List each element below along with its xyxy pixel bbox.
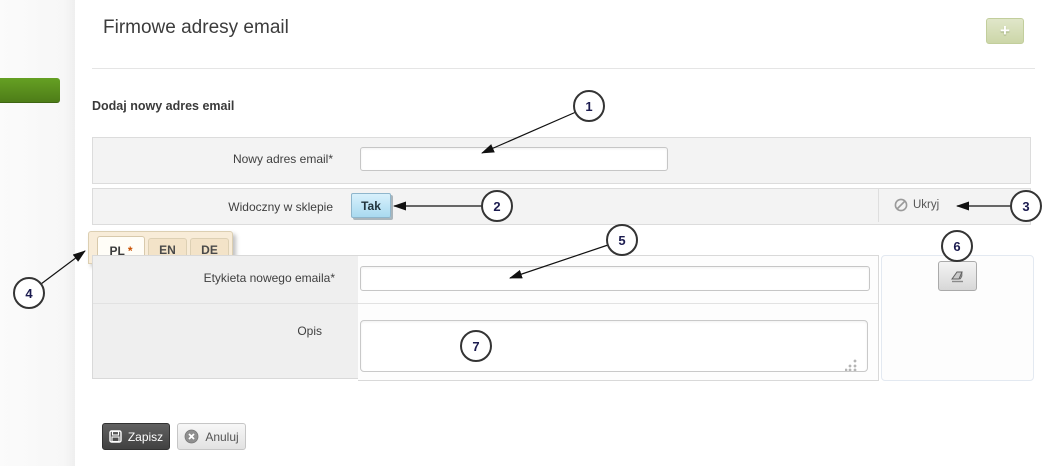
callout-6: 6 <box>941 230 973 262</box>
callout-4: 4 <box>13 277 45 309</box>
save-button[interactable]: Zapisz <box>102 423 170 450</box>
plus-icon: + <box>1000 21 1010 40</box>
hide-link[interactable]: Ukryj <box>894 198 939 212</box>
callout-1: 1 <box>573 90 605 122</box>
circle-x-icon <box>184 429 199 444</box>
email-label-input[interactable] <box>360 266 870 291</box>
description-label: Opis <box>297 324 322 338</box>
sidebar-strip <box>0 0 75 466</box>
page-title: Firmowe adresy email <box>103 17 289 38</box>
callout-2: 2 <box>481 190 513 222</box>
callout-3: 3 <box>1010 190 1042 222</box>
save-button-label: Zapisz <box>127 429 164 444</box>
eraser-icon <box>950 271 963 282</box>
callout-5: 5 <box>606 224 638 256</box>
description-textarea[interactable] <box>360 320 868 372</box>
clear-field-button[interactable] <box>938 261 977 291</box>
new-email-label: Nowy adres email* <box>232 152 333 166</box>
visibility-toggle-value: Tak <box>361 198 381 213</box>
row-divider <box>93 303 878 304</box>
visibility-label: Widoczny w sklepie <box>228 200 333 214</box>
visibility-toggle-button[interactable]: Tak <box>351 193 391 218</box>
cancel-button-label: Anuluj <box>205 429 239 444</box>
tab-pl-required-marker: * <box>127 243 133 258</box>
callout-7: 7 <box>460 330 492 362</box>
add-button[interactable]: + <box>986 18 1024 44</box>
tab-pl-label: PL <box>109 243 125 258</box>
form-row-visibility <box>92 188 1031 225</box>
new-email-input[interactable] <box>360 147 668 171</box>
hide-link-label: Ukryj <box>913 199 940 211</box>
form-label-column <box>92 255 358 379</box>
no-entry-icon <box>894 198 908 212</box>
resize-grip-icon[interactable] <box>845 359 857 371</box>
sidebar-active-item[interactable] <box>0 78 60 103</box>
tab-de-label: DE <box>201 242 218 257</box>
tab-en-label: EN <box>159 242 176 257</box>
row-cell-divider <box>878 189 879 222</box>
email-label-field-label: Etykieta nowego emaila* <box>203 271 335 285</box>
section-title: Dodaj nowy adres email <box>92 99 235 113</box>
header-divider <box>92 68 1035 69</box>
floppy-disk-icon <box>109 430 122 443</box>
cancel-button[interactable]: Anuluj <box>177 423 246 450</box>
